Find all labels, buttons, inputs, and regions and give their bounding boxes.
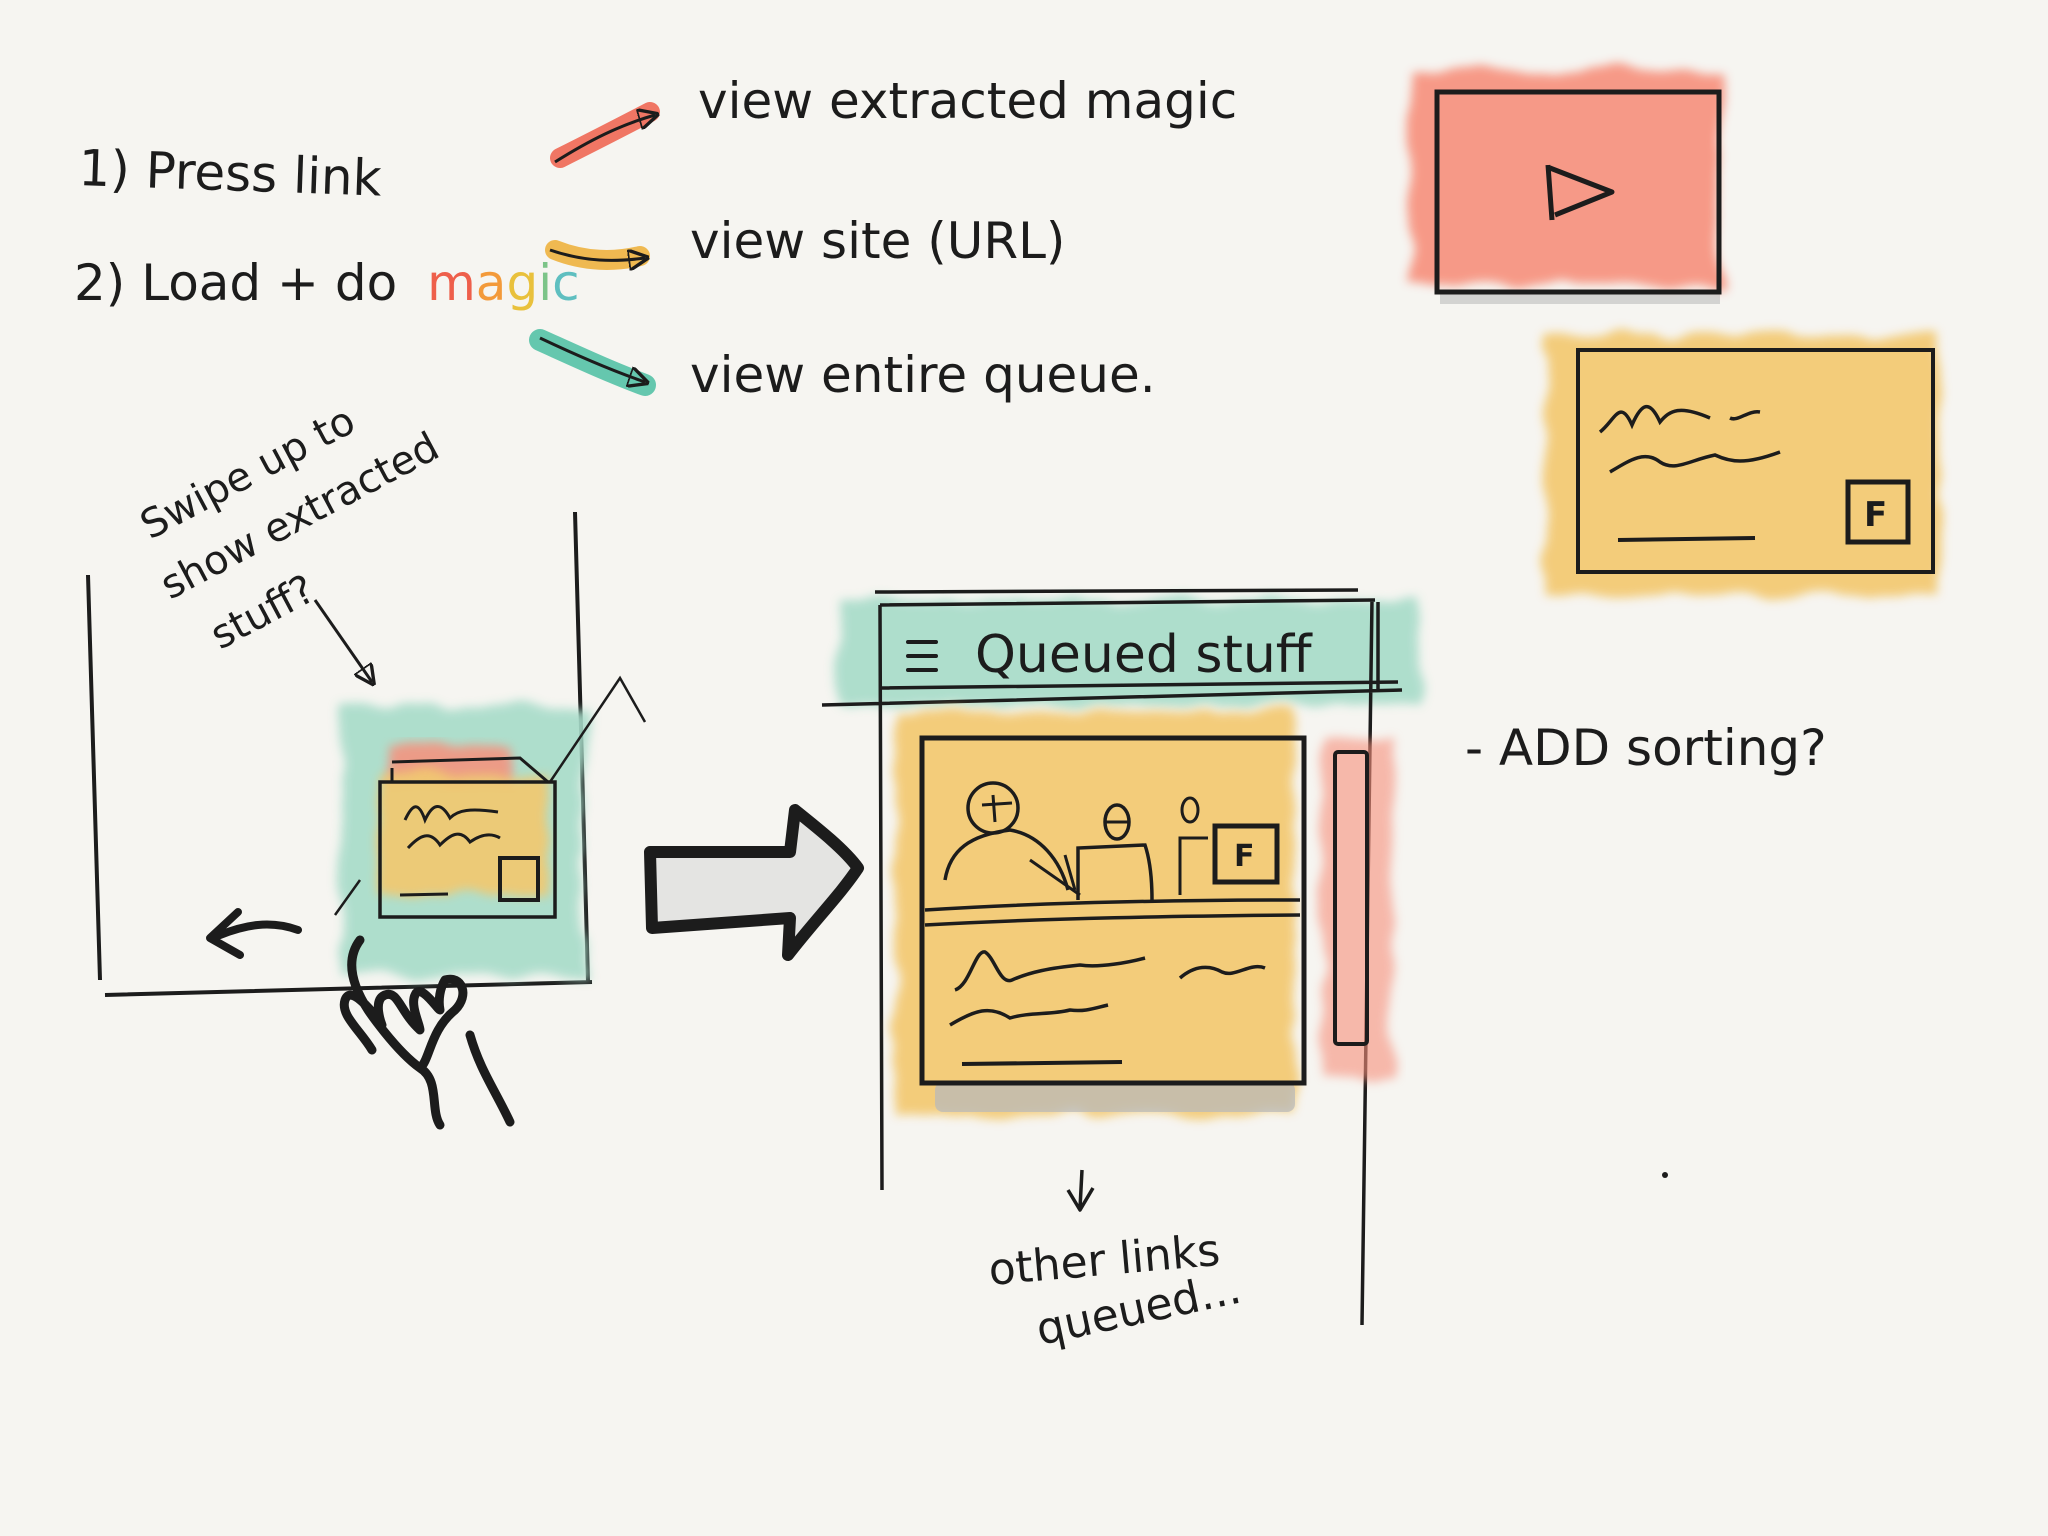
card-shadow [935, 1082, 1295, 1112]
magic-letter: i [538, 254, 552, 312]
magic-letter: a [476, 254, 507, 312]
person-body [1076, 843, 1154, 901]
badge-frame [1845, 479, 1911, 545]
people-illustration [943, 781, 1208, 901]
queue-panel: Queued stuff F [821, 588, 1420, 1356]
person-body [943, 828, 1070, 891]
steps-list: 1) Press link 2) Load + do magic [74, 139, 580, 312]
queued-card-badge: F [1234, 839, 1255, 874]
person-arm [1029, 854, 1081, 897]
queue-title: Queued stuff [975, 625, 1313, 685]
down-arrow-icon [1066, 1169, 1095, 1212]
arrow-icon [554, 115, 655, 164]
legend-item-site: view site (URL) [545, 212, 1065, 270]
yellow-wash [895, 710, 1295, 1115]
back-arrow-icon [206, 908, 302, 959]
step-2-text: 2) Load + do magic [74, 254, 580, 312]
scribble-text-line [954, 950, 1266, 992]
mini-badge-frame [498, 856, 540, 902]
footer-line [399, 892, 449, 897]
badge-frame [1212, 823, 1280, 885]
phone-sketch: Swipe up to show extracted stuff? [86, 398, 647, 1130]
arrow-icon [549, 250, 645, 260]
step-1-text: 1) Press link [78, 139, 383, 208]
transition-arrow-outline [644, 804, 864, 961]
play-icon [1545, 164, 1615, 221]
arrow-icon [539, 336, 645, 382]
article-badge: F [1864, 495, 1887, 535]
hand-gesture-icon [339, 935, 515, 1130]
stray-dot [1662, 1172, 1668, 1178]
mini-card-stack [390, 756, 549, 784]
video-card-frame [1434, 89, 1722, 295]
mini-card [378, 756, 557, 919]
legend-label-queue: view entire queue. [690, 346, 1156, 404]
scribble-text-line [1598, 404, 1761, 434]
red-wash [1410, 70, 1720, 285]
person-head [1103, 803, 1131, 841]
step-2-prefix: 2) Load + do [74, 254, 397, 312]
scribble-text-line [949, 1003, 1109, 1027]
footer-line [961, 1060, 1123, 1066]
person-body [1178, 836, 1208, 895]
scribble-text-line [1609, 450, 1781, 474]
video-card [1410, 70, 1722, 304]
add-sorting-note: - ADD sorting? [1465, 719, 1827, 777]
magic-letter: g [506, 254, 538, 312]
hamburger-icon [906, 640, 938, 672]
person-face [981, 794, 1013, 823]
scribble-text-line [403, 805, 499, 824]
article-card-frame [1576, 348, 1935, 574]
legend-label-extracted: view extracted magic [698, 72, 1237, 130]
transition-arrow-icon [644, 804, 864, 961]
drag-line [333, 675, 647, 916]
legend: view extracted magic view site (URL) vie… [529, 72, 1237, 404]
mini-card-frame [378, 780, 557, 919]
magic-letter: m [427, 254, 476, 312]
image-divider [924, 898, 1301, 927]
scribble-text-line [406, 832, 501, 850]
queued-card-frame [919, 735, 1307, 1086]
person-head [1180, 796, 1200, 824]
queue-header: Queued stuff [906, 625, 1313, 685]
legend-item-extracted: view extracted magic [550, 72, 1237, 168]
arrow-icon [313, 599, 372, 682]
queued-item-card[interactable]: F [919, 735, 1307, 1086]
red-wash [1322, 735, 1392, 1075]
article-card: F [1545, 335, 1940, 595]
footer-line [1617, 536, 1756, 542]
legend-item-queue: view entire queue. [529, 329, 1156, 404]
swipe-annotation: Swipe up to show extracted stuff? [133, 398, 447, 682]
scrollbar[interactable] [1333, 750, 1369, 1046]
yellow-wash [1545, 335, 1940, 595]
legend-label-site: view site (URL) [690, 212, 1065, 270]
